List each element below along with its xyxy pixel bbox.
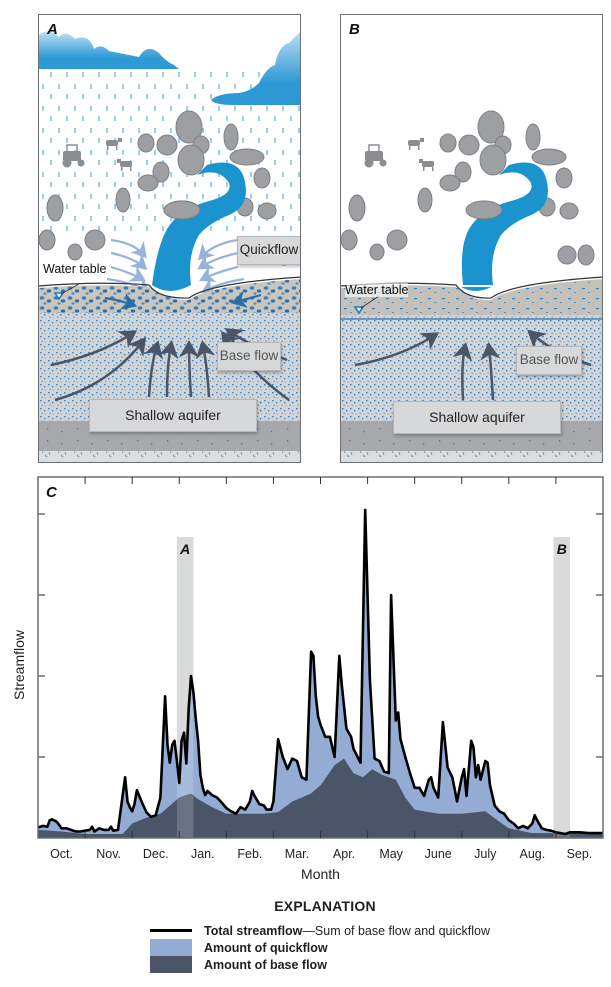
y-axis-label: Streamflow: [11, 629, 27, 700]
quickflow-swatch-icon: [150, 939, 192, 956]
band-label-b: B: [557, 541, 567, 557]
panel-a-wet-conditions: A Water table Quickflow Base flow Shallo…: [38, 14, 301, 463]
x-tick-label: Jan.: [191, 847, 215, 861]
band-label-a: A: [179, 541, 190, 557]
black-line-icon: [150, 922, 192, 939]
stream-bed: [152, 285, 191, 291]
legend-item-total-streamflow: Total streamflow—Sum of base flow and qu…: [150, 922, 510, 939]
stream: [152, 162, 246, 285]
panel-b-illustration: [341, 110, 602, 462]
streamflow-chart: A B Oct. Nov. Dec. Jan. Feb. Mar. Apr. May June Ju…: [37, 476, 604, 861]
baseflow-area: [38, 758, 603, 838]
panel-c-letter: C: [46, 484, 58, 501]
legend-label-description: —Sum of base flow and quickflow: [302, 923, 490, 938]
x-axis-label: Month: [301, 866, 340, 882]
stream: [461, 162, 548, 285]
legend-item-base-flow: Amount of base flow: [150, 956, 510, 973]
panel-a-letter: A: [47, 21, 58, 38]
trees: [341, 110, 595, 266]
x-tick-label: Aug.: [520, 847, 546, 861]
cloud-icon: [39, 31, 179, 70]
cow-icon: [419, 159, 434, 171]
cow-icon: [408, 138, 424, 150]
highlight-band-b: [553, 537, 571, 838]
tractor-icon: [364, 144, 387, 168]
water-table-label: Water table: [345, 283, 409, 297]
cow-icon: [106, 138, 122, 150]
shallow-aquifer-label: Shallow aquifer: [89, 399, 257, 432]
water-table-level: [341, 318, 602, 320]
quickflow-area: [38, 509, 603, 838]
stream-bed: [461, 287, 491, 291]
water-table-label: Water table: [43, 262, 107, 276]
base-flow-label: Base flow: [516, 346, 582, 375]
x-tick-label: Oct.: [50, 847, 73, 861]
baseflow-swatch-icon: [150, 956, 192, 973]
bedrock-layer: [39, 451, 300, 462]
total-streamflow-line: [37, 508, 603, 836]
x-tick-labels: Oct. Nov. Dec. Jan. Feb. Mar. Apr. May June July A…: [50, 847, 592, 861]
x-tick-label: Sep.: [567, 847, 593, 861]
legend-label: Amount of base flow: [204, 957, 327, 972]
tree-over-stream: [163, 200, 201, 220]
water-table-triangle-icon: [353, 306, 365, 315]
shallow-flow-arrows: [104, 290, 262, 310]
quickflow-label: Quickflow: [237, 236, 300, 265]
legend-label: Amount of quickflow: [204, 940, 328, 955]
water-table-leader: [360, 295, 380, 309]
tree-over-stream: [465, 200, 503, 220]
x-tick-label: June: [425, 847, 452, 861]
x-tick-label: Apr.: [333, 847, 355, 861]
panel-b-dry-conditions: B Water table Base flow Shallow aquifer: [340, 14, 603, 463]
x-tick-label: May: [379, 847, 403, 861]
cloud-icon: [211, 32, 300, 105]
legend-title: EXPLANATION: [274, 898, 376, 914]
x-tick-label: Mar.: [285, 847, 309, 861]
x-tick-label: Nov.: [96, 847, 121, 861]
legend-label: Total streamflow: [204, 923, 303, 938]
shallow-aquifer-label: Shallow aquifer: [393, 401, 561, 434]
water-table-leader: [60, 283, 80, 295]
legend: EXPLANATION Total streamflow—Sum of base…: [150, 898, 510, 973]
bedrock-layer: [341, 451, 602, 462]
x-tick-label: Dec.: [143, 847, 169, 861]
x-tick-label: July: [474, 847, 497, 861]
land-surface-line: [39, 276, 300, 299]
axis-ticks: [38, 477, 603, 838]
base-flow-label: Base flow: [217, 342, 281, 371]
legend-item-quickflow: Amount of quickflow: [150, 939, 510, 956]
water-table-triangle-icon: [53, 292, 65, 301]
x-tick-label: Feb.: [237, 847, 262, 861]
panel-b-letter: B: [349, 21, 360, 38]
cow-icon: [117, 159, 132, 171]
tractor-icon: [62, 144, 85, 168]
